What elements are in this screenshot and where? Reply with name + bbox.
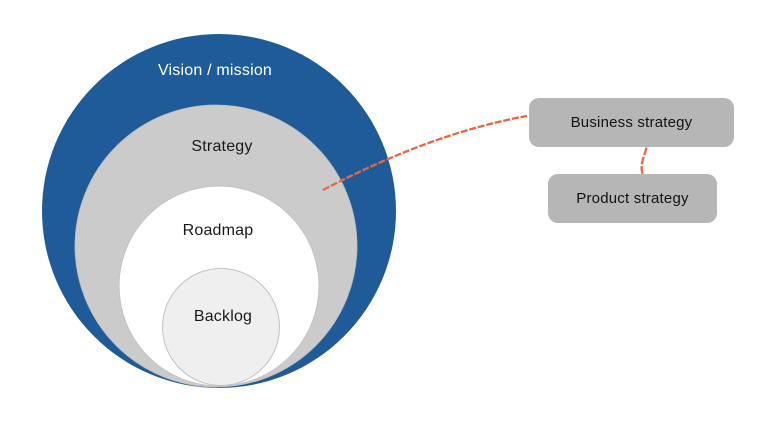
box-business-strategy-label: Business strategy xyxy=(570,114,693,131)
box-product-strategy: Product strategy xyxy=(548,174,717,223)
box-business-strategy: Business strategy xyxy=(529,98,734,147)
box-product-strategy-label: Product strategy xyxy=(576,190,689,207)
connector-strategy-to-business xyxy=(322,114,528,192)
label-roadmap: Roadmap xyxy=(182,222,254,239)
connector-business-to-product xyxy=(640,147,648,175)
label-strategy: Strategy xyxy=(191,138,253,155)
circle-backlog xyxy=(162,268,280,386)
label-backlog: Backlog xyxy=(193,308,253,325)
label-vision-mission: Vision / mission xyxy=(157,62,273,79)
